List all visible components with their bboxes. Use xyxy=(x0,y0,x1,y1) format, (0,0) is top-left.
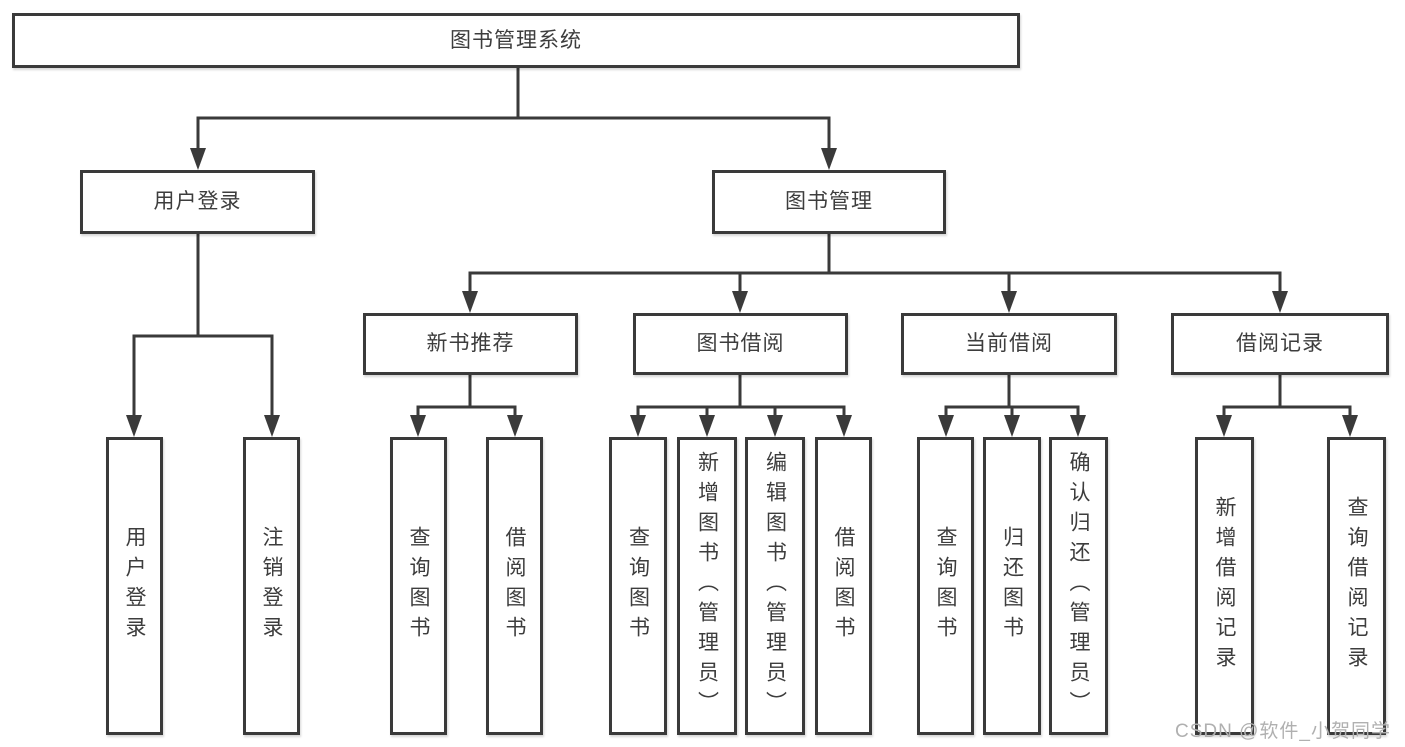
connector-root xyxy=(196,68,831,152)
node-borrow-records-label: 借阅记录 xyxy=(1236,332,1324,356)
connector-book-management xyxy=(468,234,1282,295)
arrowhead-icon xyxy=(1001,291,1017,313)
arrowhead-icon xyxy=(1272,291,1288,313)
leaf-return-books: 归还图书 xyxy=(983,437,1041,735)
leaf-borrow-books-recommend: 借阅图书 xyxy=(486,437,543,735)
leaf-edit-book-admin-label: 编辑图书（管理员） xyxy=(763,451,787,721)
node-new-book-recommend-label: 新书推荐 xyxy=(426,332,515,356)
arrowhead-icon xyxy=(126,415,142,437)
arrowhead-icon xyxy=(264,415,280,437)
leaf-logout: 注销登录 xyxy=(243,437,300,735)
leaf-borrow-books-borrow-label: 借阅图书 xyxy=(832,526,855,646)
leaf-edit-book-admin: 编辑图书（管理员） xyxy=(745,437,805,735)
leaf-add-book-admin-label: 新增图书（管理员） xyxy=(695,451,719,721)
arrowhead-icon xyxy=(410,415,426,437)
leaf-query-borrow-record-label: 查询借阅记录 xyxy=(1345,496,1368,676)
arrowhead-icon xyxy=(1216,415,1232,437)
leaf-query-books-borrow: 查询图书 xyxy=(609,437,667,735)
leaf-confirm-return-admin-label: 确认归还（管理员） xyxy=(1067,451,1090,721)
arrowhead-icon xyxy=(1004,415,1020,437)
arrowhead-icon xyxy=(821,148,837,170)
node-library-system: 图书管理系统 xyxy=(12,13,1020,68)
connector-book-borrow xyxy=(636,375,846,420)
leaf-query-books-current: 查询图书 xyxy=(917,437,974,735)
leaf-borrow-books-recommend-label: 借阅图书 xyxy=(503,526,526,646)
node-current-borrow: 当前借阅 xyxy=(901,313,1117,375)
leaf-query-books-recommend: 查询图书 xyxy=(390,437,447,735)
leaf-user-login: 用户登录 xyxy=(106,437,163,735)
leaf-query-books-recommend-label: 查询图书 xyxy=(407,526,430,646)
leaf-query-borrow-record: 查询借阅记录 xyxy=(1327,437,1386,735)
csdn-watermark: CSDN @软件_小贺同学 xyxy=(1175,721,1391,742)
arrowhead-icon xyxy=(1070,415,1086,437)
leaf-logout-label: 注销登录 xyxy=(260,526,283,646)
leaf-borrow-books-borrow: 借阅图书 xyxy=(815,437,872,735)
leaf-query-books-borrow-label: 查询图书 xyxy=(626,526,650,646)
connector-current-borrow xyxy=(944,375,1080,420)
node-book-management: 图书管理 xyxy=(712,170,946,234)
leaf-add-borrow-record-label: 新增借阅记录 xyxy=(1213,496,1236,676)
node-user-login-label: 用户登录 xyxy=(153,190,242,214)
arrowhead-icon xyxy=(767,415,783,437)
node-book-borrow-label: 图书借阅 xyxy=(696,332,785,356)
leaf-user-login-label: 用户登录 xyxy=(123,526,146,646)
connector-new-book-recommend xyxy=(416,375,517,420)
arrowhead-icon xyxy=(190,148,206,170)
node-user-login: 用户登录 xyxy=(80,170,315,234)
leaf-return-books-label: 归还图书 xyxy=(1000,526,1024,646)
node-library-system-label: 图书管理系统 xyxy=(450,28,582,52)
node-new-book-recommend: 新书推荐 xyxy=(363,313,578,375)
connector-user-login xyxy=(132,234,274,420)
arrowhead-icon xyxy=(507,415,523,437)
node-book-management-label: 图书管理 xyxy=(785,190,873,214)
leaf-add-borrow-record: 新增借阅记录 xyxy=(1195,437,1254,735)
arrowhead-icon xyxy=(699,415,715,437)
leaf-confirm-return-admin: 确认归还（管理员） xyxy=(1049,437,1108,735)
arrowhead-icon xyxy=(836,415,852,437)
arrowhead-icon xyxy=(732,291,748,313)
leaf-query-books-current-label: 查询图书 xyxy=(934,526,957,646)
leaf-add-book-admin: 新增图书（管理员） xyxy=(677,437,737,735)
connector-borrow-records xyxy=(1222,375,1352,420)
arrowhead-icon xyxy=(1342,415,1358,437)
arrowhead-icon xyxy=(938,415,954,437)
arrowhead-icon xyxy=(462,291,478,313)
arrowhead-icon xyxy=(630,415,646,437)
node-current-borrow-label: 当前借阅 xyxy=(965,332,1053,356)
node-borrow-records: 借阅记录 xyxy=(1171,313,1389,375)
node-book-borrow: 图书借阅 xyxy=(633,313,848,375)
